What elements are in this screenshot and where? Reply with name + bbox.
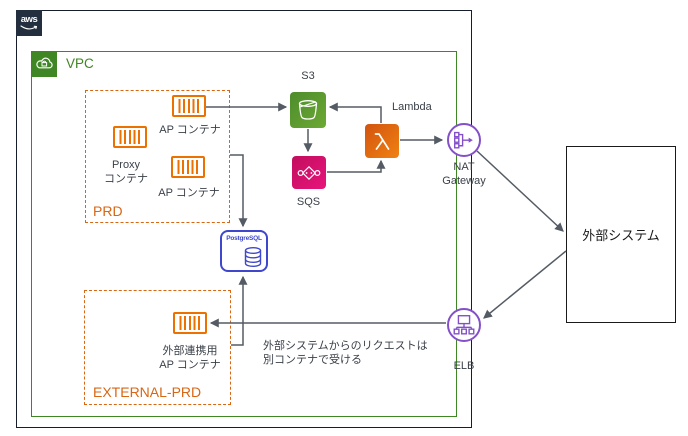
- external-ap-container-label: 外部連携用 AP コンテナ: [159, 345, 221, 371]
- external-system-box: 外部システム: [566, 146, 676, 323]
- nat-gateway-icon: [447, 123, 481, 157]
- external-ap-container-icon: [173, 312, 207, 334]
- lambda-icon: [365, 124, 399, 158]
- vpc-label: VPC: [66, 56, 94, 71]
- aws-smile-icon: [20, 25, 38, 30]
- external-system-label: 外部システム: [582, 228, 660, 243]
- annotation-note: 外部システムからのリクエストは 別コンテナで受ける: [263, 340, 428, 366]
- nat-gateway-label: NAT Gateway: [442, 161, 486, 187]
- vpc-icon: [31, 51, 57, 77]
- elb-label: ELB: [453, 360, 475, 372]
- postgresql-label: PostgreSQL: [226, 235, 262, 242]
- s3-label: S3: [301, 70, 315, 82]
- ap-container-2-icon: [171, 156, 205, 178]
- sqs-icon: [292, 156, 326, 189]
- external-prd-group-label: EXTERNAL-PRD: [93, 384, 202, 400]
- arrow-external-system-to-elb: [483, 250, 567, 319]
- database-cylinder-icon: [244, 247, 262, 267]
- aws-logo-icon: aws: [16, 10, 42, 36]
- sqs-label: SQS: [296, 196, 321, 208]
- proxy-container-icon: [113, 126, 147, 148]
- lambda-label: Lambda: [392, 101, 432, 113]
- aws-cloud-boundary: [16, 10, 472, 428]
- ap-container-1-label: AP コンテナ: [159, 124, 221, 136]
- ap-container-2-label: AP コンテナ: [158, 187, 220, 199]
- prd-group-label: PRD: [93, 203, 123, 219]
- elb-icon: [447, 308, 481, 342]
- postgresql-icon: PostgreSQL: [220, 230, 268, 272]
- s3-icon: [290, 92, 326, 128]
- prd-group: PRD: [85, 90, 230, 223]
- vpc-boundary: [31, 51, 457, 417]
- external-prd-group: EXTERNAL-PRD: [84, 290, 231, 405]
- ap-container-1-icon: [172, 95, 206, 117]
- proxy-container-label: Proxy コンテナ: [104, 159, 148, 185]
- aws-logo-text: aws: [20, 14, 38, 26]
